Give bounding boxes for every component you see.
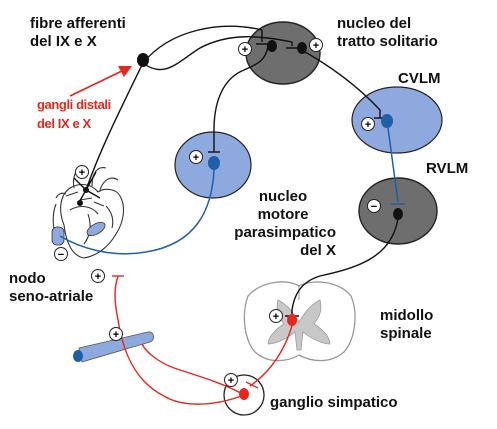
cvlm-neuron	[381, 114, 393, 128]
label-fibre-afferenti-line-2: del IX e X	[30, 33, 97, 50]
sign-plus-heart-top	[75, 165, 89, 179]
sign-minus-heart-text: −	[58, 249, 64, 261]
nucleo-tratto-solitario-nucleus	[245, 21, 321, 85]
label-cvlm: CVLM	[398, 70, 441, 87]
label-nucleo-tratto-solitario: nucleo del tratto solitario	[337, 15, 438, 51]
sign-minus-heart	[54, 247, 68, 261]
sign-plus-nucleo-motore-text: +	[193, 152, 199, 164]
sign-plus-heart-symp	[91, 269, 105, 283]
heart-valve-blue	[86, 221, 106, 237]
sign-plus-heart-symp-text: +	[95, 271, 101, 283]
sign-plus-ganglio	[224, 373, 238, 387]
spinal-to-ganglion-synapse	[245, 381, 259, 389]
label-rvlm: RVLM	[426, 160, 469, 177]
label-ganglio-simpatico: ganglio simpatico	[270, 394, 398, 411]
label-nucleo-motore: nucleo motore parasimpatico del X	[200, 188, 336, 260]
label-midollo-spinale: midollo spinale	[380, 307, 433, 343]
vagal-efferent-path	[59, 169, 215, 255]
sign-plus-nts-left	[238, 42, 252, 56]
sign-plus-spinal	[269, 309, 283, 323]
sign-plus-spinal-text: +	[273, 311, 279, 323]
label-nucleo-motore-line-1: nucleo	[258, 188, 308, 205]
sign-plus-nts-right-text: +	[313, 40, 319, 52]
sign-plus-vessel	[109, 327, 123, 341]
label-nucleo-motore-line-4: del X	[300, 242, 336, 259]
label-nucleo-motore-line-3: parasimpatico	[234, 224, 336, 241]
heart-drawing	[52, 165, 125, 259]
spinal-cord	[243, 281, 356, 362]
sign-plus-nts-right	[309, 38, 323, 52]
label-nucleo-tratto-line-2: tratto solitario	[337, 33, 438, 50]
sympathetic-pathways	[112, 275, 293, 405]
sign-minus-rvlm-text: −	[371, 201, 377, 213]
label-nucleo-motore-line-2: motore	[257, 206, 309, 223]
nucleo-motore-neuron	[208, 156, 220, 170]
label-nucleo-tratto-line-1: nucleo del	[337, 15, 412, 32]
sign-plus-heart-top-text: +	[79, 167, 85, 179]
sign-plus-nts-left-text: +	[242, 44, 248, 56]
nts-neuron-2	[297, 42, 307, 54]
nts-neuron-1	[267, 40, 277, 52]
red-arrow	[69, 66, 132, 97]
label-fibre-afferenti-line-1: fibre afferenti	[30, 15, 126, 32]
label-midollo-line-1: midollo	[380, 307, 434, 324]
sinoatrial-node	[51, 226, 65, 246]
afferent-fibres	[73, 25, 298, 205]
sign-plus-nucleo-motore	[189, 150, 203, 164]
sign-plus-cvlm	[361, 117, 375, 131]
vessel-end	[73, 350, 83, 362]
label-gangli-distali-line-1: gangli distali	[37, 97, 111, 112]
sign-plus-cvlm-text: +	[365, 119, 371, 131]
sign-plus-ganglio-text: +	[228, 375, 234, 387]
ganglion-distal-body	[137, 53, 149, 67]
afferent-dot-1	[83, 187, 89, 193]
label-nodo-line-2: seno-atriale	[9, 288, 94, 305]
label-nodo-seno-atriale: nodo seno-atriale	[9, 270, 93, 306]
spinal-neuron	[287, 314, 297, 326]
synapse-signs: + + + + − + + + − + +	[54, 38, 381, 387]
cvlm-rvlm-path	[387, 127, 405, 205]
sign-minus-rvlm	[367, 199, 381, 213]
ganglion-neuron	[239, 388, 249, 400]
rvlm-neuron	[393, 208, 403, 220]
label-gangli-distali-line-2: del IX e X	[37, 116, 91, 131]
label-nodo-line-1: nodo	[9, 270, 46, 287]
blood-vessel	[78, 331, 154, 363]
label-gangli-distali: gangli distali del IX e X	[37, 95, 111, 133]
label-midollo-line-2: spinale	[380, 325, 432, 342]
sign-plus-vessel-text: +	[113, 329, 119, 341]
afferent-dot-2	[77, 200, 83, 206]
label-fibre-afferenti: fibre afferenti del IX e X	[30, 15, 126, 51]
